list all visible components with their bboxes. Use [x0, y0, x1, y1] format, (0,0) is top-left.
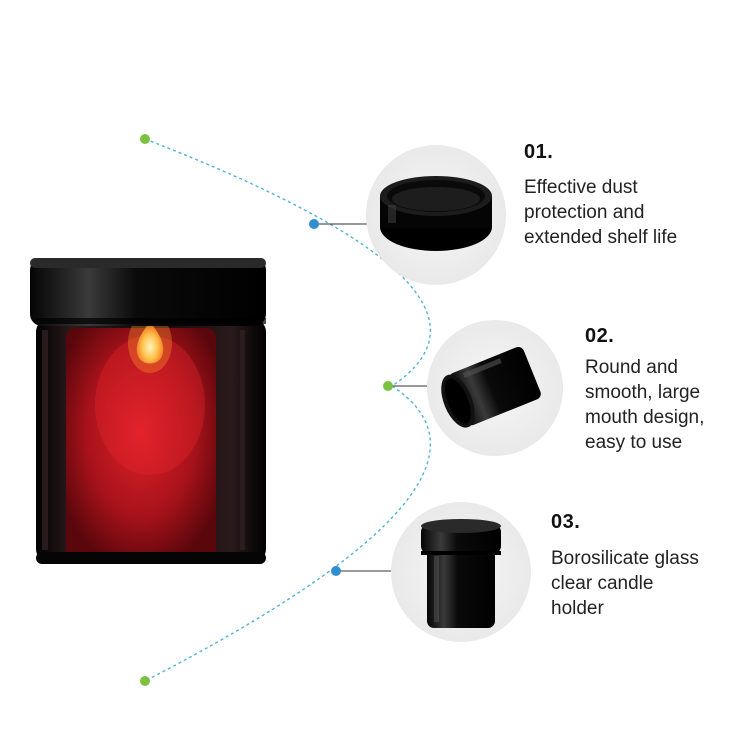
arc-top-dot: [140, 134, 150, 144]
feature-3-description: Borosilicate glass clear candle holder: [551, 546, 699, 621]
candle-jar-image: [30, 258, 266, 564]
feature-2-line-2: smooth, large: [585, 382, 701, 403]
feature-3-line-1: Borosilicate glass: [551, 548, 699, 569]
lid-image: [366, 145, 506, 285]
feature-3-number: 03.: [551, 511, 581, 533]
feature-1-number: 01.: [524, 141, 554, 163]
closed-jar-image: [391, 502, 531, 642]
feature-1-line-3: extended shelf life: [524, 227, 678, 248]
arc-bottom-dot: [140, 676, 150, 686]
feature-2-line-4: easy to use: [585, 432, 683, 453]
feature-3-line-3: holder: [551, 598, 604, 619]
feature-2-line-1: Round and: [585, 357, 678, 378]
node-dot-1: [309, 219, 319, 229]
feature-1-line-1: Effective dust: [524, 177, 638, 198]
feature-2-description: Round and smooth, large mouth design, ea…: [585, 355, 704, 455]
feature-3-line-2: clear candle: [551, 573, 654, 594]
node-dot-3: [331, 566, 341, 576]
feature-1-description: Effective dust protection and extended s…: [524, 175, 677, 250]
feature-2-number: 02.: [585, 325, 615, 347]
node-dot-2: [383, 381, 393, 391]
open-jar-image: [427, 320, 563, 456]
feature-2-line-3: mouth design,: [585, 407, 705, 428]
feature-1-line-2: protection and: [524, 202, 645, 223]
